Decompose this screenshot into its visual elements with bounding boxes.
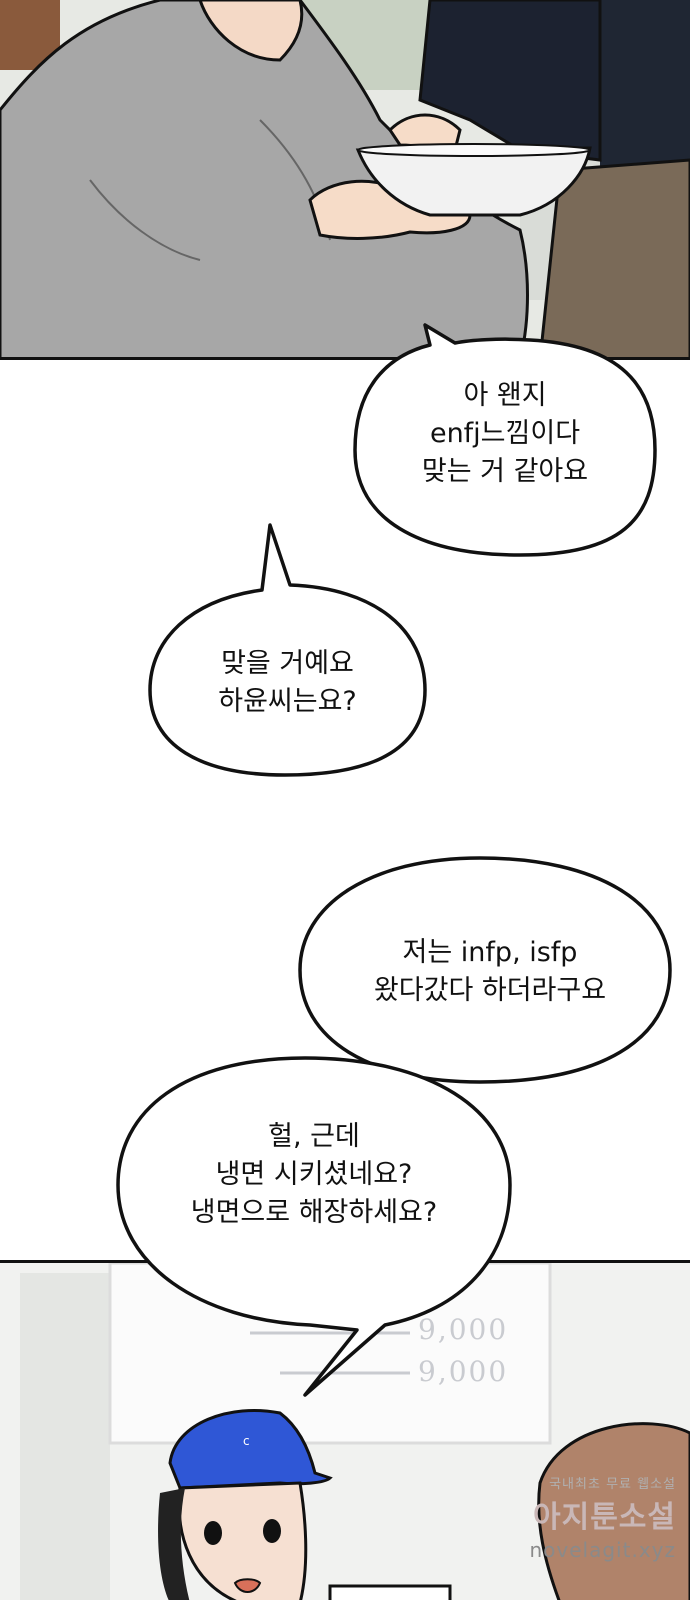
bubble-1-line-3: 맞는 거 같아요: [421, 456, 589, 487]
bubble-2-line-1: 맞을 거예요: [221, 648, 354, 679]
bubble-3-line-1: 저는 infp, isfp: [402, 937, 578, 968]
watermark-url: novelagit.xyz: [529, 1538, 676, 1562]
watermark-tagline: 국내최초 무료 웹소설: [549, 1477, 676, 1492]
bubble-2-line-2: 하윤씨는요?: [218, 686, 357, 717]
bubble-4-line-1: 헐, 근데: [268, 1121, 360, 1152]
bubble-4-line-3: 냉면으로 해장하세요?: [190, 1197, 438, 1228]
bubble-3-line-2: 왔다갔다 하더라구요: [373, 975, 607, 1006]
speech-bubble-4-text: 헐, 근데 냉면 시키셨네요? 냉면으로 해장하세요?: [118, 1118, 510, 1232]
speech-bubble-3-text: 저는 infp, isfp 왔다갔다 하더라구요: [315, 934, 665, 1010]
bubble-1-line-2: enfj느낌이다: [429, 418, 581, 449]
svg-text:c: c: [243, 1434, 250, 1448]
bubble-1-line-1: 아 왠지: [463, 380, 547, 411]
hoodie-scene-illustration: [0, 0, 690, 357]
watermark-brand: 아지툰소설: [533, 1500, 676, 1535]
speech-bubble-2-text: 맞을 거예요 하윤씨는요?: [150, 645, 425, 721]
menu-price-2: 9,000: [418, 1355, 509, 1388]
top-comic-panel: [0, 0, 690, 360]
menu-price-1: 9,000: [418, 1313, 509, 1346]
bubble-4-line-2: 냉면 시키셨네요?: [215, 1159, 413, 1190]
speech-bubble-1-text: 아 왠지 enfj느낌이다 맞는 거 같아요: [355, 377, 655, 491]
